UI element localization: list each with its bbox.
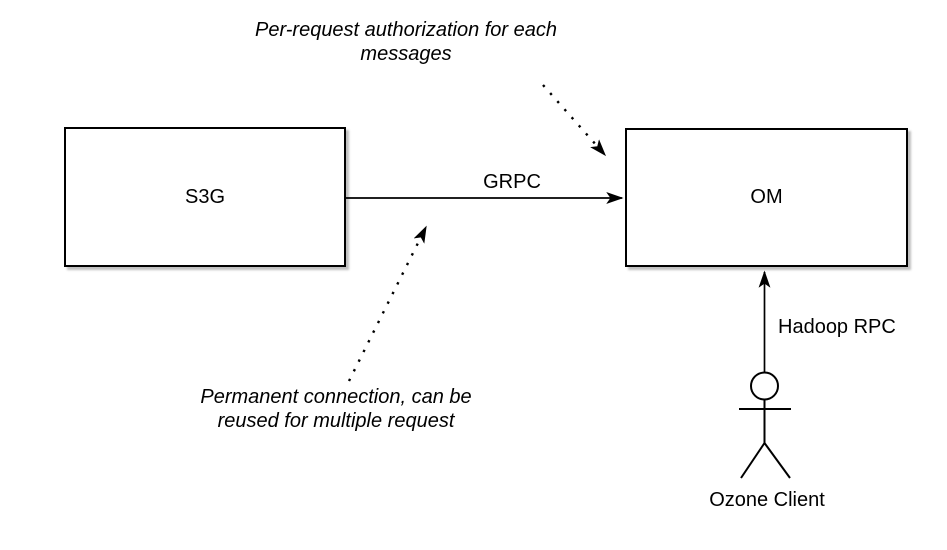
- annotation-permanent-connection: Permanent connection, can be reused for …: [200, 386, 472, 432]
- actor-stick-figure-icon: [739, 371, 791, 479]
- node-om-label: OM: [750, 186, 783, 208]
- node-s3g-label: S3G: [184, 185, 226, 208]
- actor-right-leg: [763, 442, 791, 479]
- actor-head: [750, 371, 779, 401]
- node-om: OM: [625, 128, 908, 267]
- grpc-edge-label: GRPC: [483, 171, 541, 193]
- hadoop-rpc-edge-label: Hadoop RPC: [778, 316, 896, 338]
- node-s3g: S3G: [64, 127, 346, 267]
- actor-left-leg: [740, 442, 766, 479]
- per-request-annotation-arrow: [542, 84, 605, 155]
- annotation-per-request: Per-request authorization for each messa…: [254, 19, 558, 65]
- permanent-connection-annotation-arrow: [347, 227, 428, 382]
- ozone-client-label: Ozone Client: [709, 489, 825, 511]
